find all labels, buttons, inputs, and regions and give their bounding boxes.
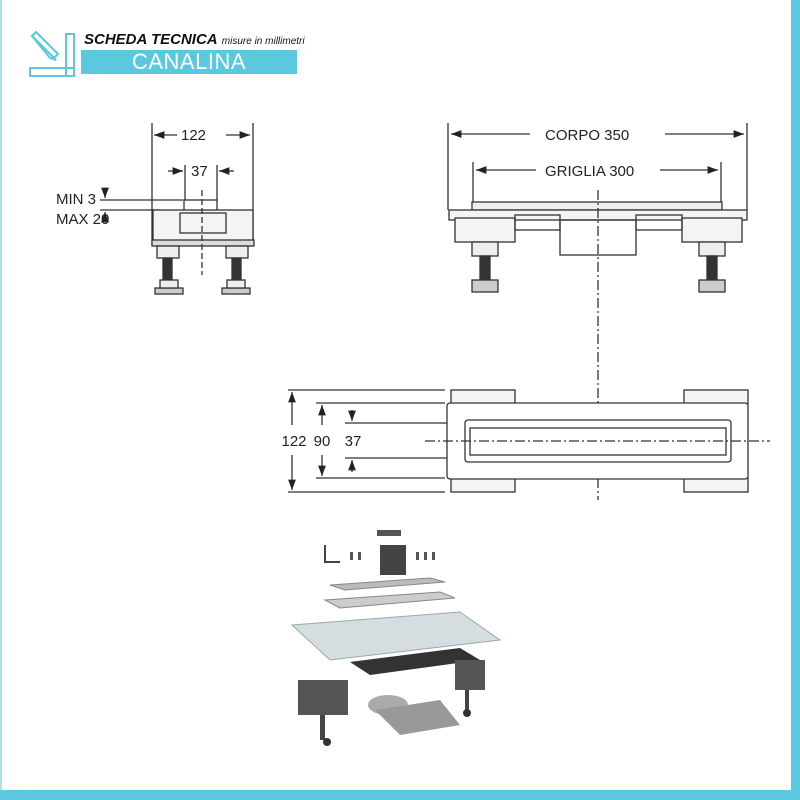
page-border-bottom xyxy=(0,790,800,800)
ruler-pencil-icon xyxy=(29,30,75,77)
side-width-label: 122 xyxy=(181,127,206,144)
units-note: misure in millimetri xyxy=(221,36,305,47)
top-inner-label: 37 xyxy=(345,433,362,450)
top-view xyxy=(288,389,770,493)
side-grate-label: 37 xyxy=(191,163,208,180)
page-border-left xyxy=(0,0,2,800)
body-length-label: CORPO 350 xyxy=(545,127,629,144)
side-view xyxy=(100,123,255,295)
max-height-label: MAX 20 xyxy=(56,211,109,228)
grate-length-label: GRIGLIA 300 xyxy=(545,163,634,180)
exploded-assembly-illustration xyxy=(290,530,502,746)
product-banner: CANALINA xyxy=(81,50,297,74)
top-outer-label: 122 xyxy=(281,433,306,450)
page-border-right xyxy=(791,0,800,800)
title-text: SCHEDA TECNICA xyxy=(84,31,218,48)
top-mid-label: 90 xyxy=(314,433,331,450)
sheet-title: SCHEDA TECNICA misure in millimetri xyxy=(84,31,305,48)
min-height-label: MIN 3 xyxy=(56,191,96,208)
